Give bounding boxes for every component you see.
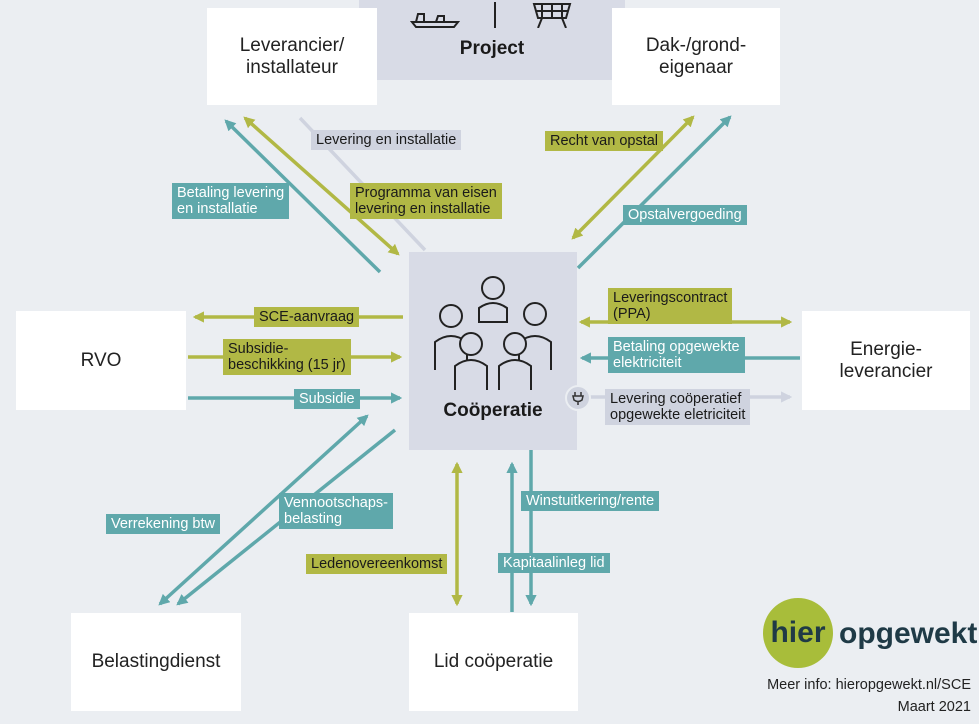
label-verrekening-btw: Verrekening btw xyxy=(106,514,220,534)
label-vennootschapsbelasting: Vennootschaps- belasting xyxy=(279,493,393,529)
arrow-recht-opstal xyxy=(571,115,695,240)
publication-date: Maart 2021 xyxy=(897,699,971,715)
label-subsidiebeschikking: Subsidie- beschikking (15 jr) xyxy=(223,339,351,375)
info-link: Meer info: hieropgewekt.nl/SCE xyxy=(767,677,971,693)
label-leveringscontract: Leveringscontract (PPA) xyxy=(608,288,733,324)
label-ledenovereenkomst: Ledenovereenkomst xyxy=(306,554,448,574)
node-lid-cooperatie: Lid coöperatie xyxy=(409,613,578,711)
wind-turbine-icon xyxy=(494,2,496,28)
arrow-opstalvergoeding xyxy=(576,115,732,270)
label-levering-cooperatief: Levering coöperatief opgewekte eletricit… xyxy=(605,389,751,425)
project-hub: Project xyxy=(359,0,625,80)
solar-panel-icon xyxy=(532,3,572,28)
people-group-icon xyxy=(434,276,552,390)
cooperatie-hub: Coöperatie xyxy=(409,252,577,450)
project-icons xyxy=(410,2,574,28)
node-dak-eigenaar: Dak-/grond- eigenaar xyxy=(612,8,780,105)
logo-mark: hier xyxy=(763,598,833,668)
label-betaling-levering: Betaling levering en installatie xyxy=(172,183,290,219)
plug-icon xyxy=(565,385,591,411)
label-subsidie: Subsidie xyxy=(294,389,360,409)
label-winstuitkering: Winstuitkering/rente xyxy=(521,491,660,511)
logo-word: opgewekt xyxy=(839,617,978,650)
cooperatie-title: Coöperatie xyxy=(443,400,543,421)
boat-solar-icon xyxy=(410,13,460,28)
label-recht-opstal: Recht van opstal xyxy=(545,131,664,151)
hieropgewekt-logo: hier opgewekt xyxy=(763,598,977,668)
label-opstalvergoeding: Opstalvergoeding xyxy=(623,205,747,225)
arrow-programma xyxy=(243,116,400,256)
label-programma: Programma van eisen levering en installa… xyxy=(350,183,502,219)
label-levering-installatie: Levering en installatie xyxy=(311,130,462,150)
arrow-verrekening-btw xyxy=(158,414,369,606)
label-betaling-opgewekte: Betaling opgewekte elektriciteit xyxy=(608,337,745,373)
label-kapitaalinleg: Kapitaalinleg lid xyxy=(498,553,610,573)
node-leverancier: Leverancier/ installateur xyxy=(207,8,377,105)
node-rvo: RVO xyxy=(16,311,186,410)
label-sce-aanvraag: SCE-aanvraag xyxy=(254,307,360,327)
node-energieleverancier: Energie- leverancier xyxy=(802,311,970,410)
node-belastingdienst: Belastingdienst xyxy=(71,613,241,711)
project-title: Project xyxy=(459,38,525,59)
